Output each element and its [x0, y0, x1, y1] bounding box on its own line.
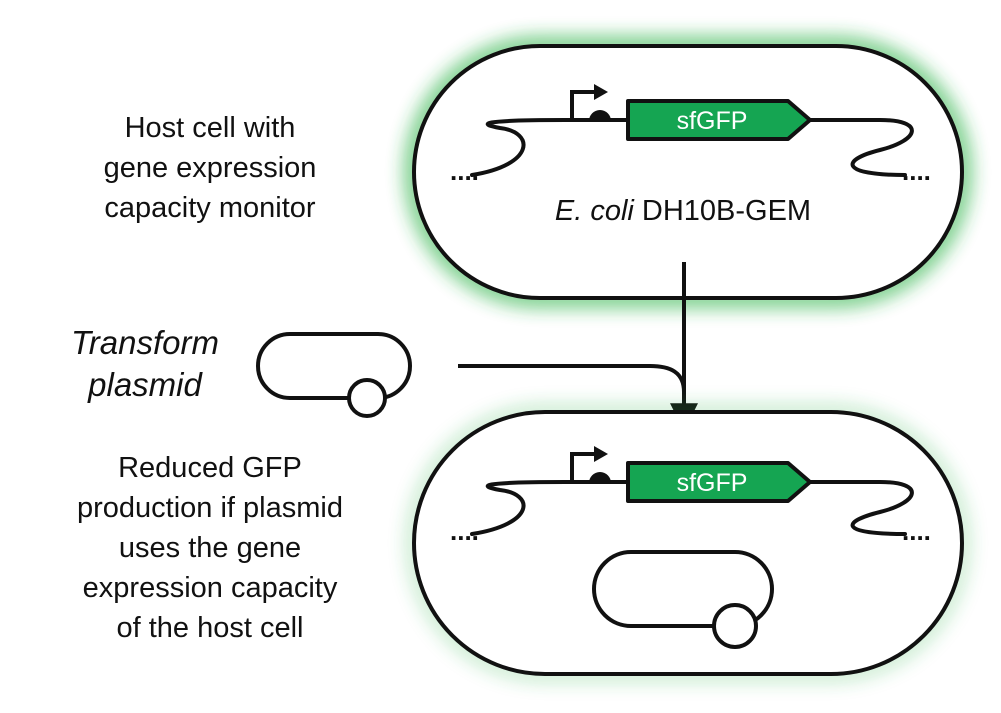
bottom-sfgfp-cds-icon [626, 461, 812, 503]
free-plasmid-ring [256, 332, 412, 400]
top-caption: Host cell with gene expression capacity … [60, 108, 360, 228]
top-sfgfp-cds-icon [626, 99, 812, 141]
top-dna-ellipsis-right: .... [902, 156, 931, 186]
top-promoter-arrowhead-icon [594, 84, 608, 100]
bottom-caption: Reduced GFP production if plasmid uses t… [40, 448, 380, 648]
transform-caption-line-2: plasmid [88, 366, 202, 403]
top-caption-line-2: gene expression [103, 152, 317, 184]
bottom-promoter-icon [570, 452, 596, 482]
bottom-caption-line-4: expression capacity [82, 572, 338, 604]
bottom-caption-line-5: of the host cell [116, 612, 304, 644]
bottom-caption-line-1: Reduced GFP [118, 452, 302, 484]
bottom-dna-left-strand [470, 480, 630, 536]
strain-name: DH10B-GEM [642, 195, 811, 227]
transform-caption-line-1: Transform [71, 324, 219, 361]
internal-plasmid-ring [592, 550, 774, 628]
internal-plasmid-origin-icon [712, 603, 758, 649]
top-promoter-icon [570, 90, 596, 120]
top-cell-membrane [412, 44, 964, 300]
top-dna-ellipsis-left: .... [450, 156, 479, 186]
bottom-host-cell: .... .... sfGFP [410, 408, 966, 678]
bottom-dna-right-strand [806, 480, 914, 536]
top-caption-line-3: capacity monitor [104, 192, 316, 224]
bottom-rbs-icon [589, 472, 611, 483]
free-plasmid-origin-icon [347, 378, 387, 418]
top-sfgfp-label: sfGFP [677, 107, 748, 135]
bottom-caption-line-3: uses the gene [118, 532, 302, 564]
transform-caption: Transform plasmid [40, 322, 250, 406]
bottom-caption-line-2: production if plasmid [77, 492, 343, 524]
bottom-promoter-arrowhead-icon [594, 446, 608, 462]
bottom-dna-ellipsis-right: .... [902, 516, 931, 546]
top-dna-left-strand [470, 118, 630, 177]
top-caption-line-1: Host cell with [124, 112, 296, 144]
bottom-sfgfp-label: sfGFP [677, 469, 748, 497]
transform-arrow [458, 364, 686, 393]
free-plasmid [256, 332, 412, 418]
bottom-dna-ellipsis-left: .... [450, 516, 479, 546]
top-dna-right-strand [806, 118, 914, 177]
bottom-cell-membrane [412, 410, 964, 676]
top-rbs-icon [589, 110, 611, 121]
strain-species: E. coli [555, 195, 636, 227]
